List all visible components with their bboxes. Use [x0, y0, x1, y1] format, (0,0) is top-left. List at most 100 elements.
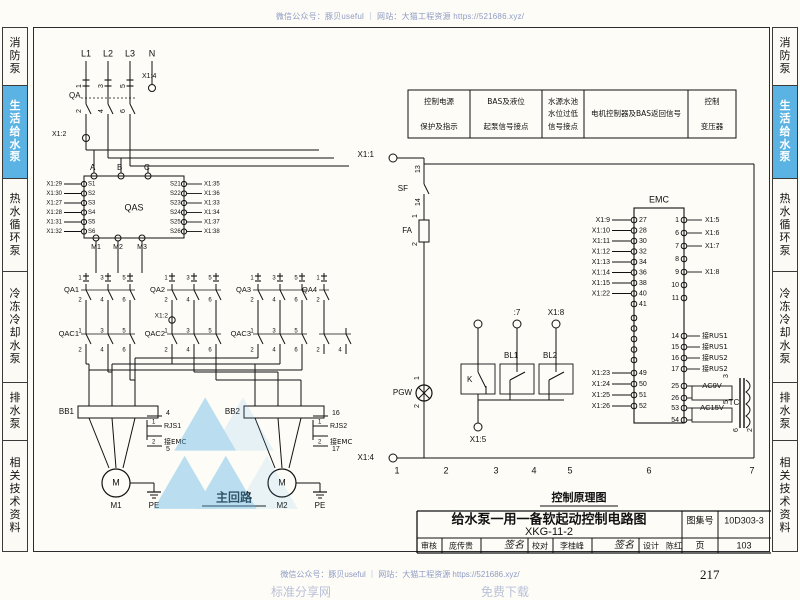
emc-right-pin-4: 9: [675, 269, 679, 276]
sidebar-item-label-char: 料: [779, 522, 791, 534]
sidebar-item-label-char: 水: [9, 205, 21, 218]
qa2-in-2: 5: [208, 276, 212, 282]
function-table: 控制电源保护及指示BAS及液位起泵信号接点水源水池水位过低信号接点电机控制器及B…: [407, 89, 737, 139]
sidebar-item-hot-water-circulation-pump-right[interactable]: 热水循环泵: [773, 179, 797, 273]
bl1-top-label: :7: [514, 308, 521, 317]
sidebar-item-domestic-water-pump-right[interactable]: 生活给水泵: [773, 85, 797, 180]
main-breaker-qa: [81, 75, 136, 158]
sidebar-item-label-char: 相: [9, 457, 21, 470]
ct-rjs1-tap-5: 5: [166, 446, 170, 453]
emc-left-dot-2: [630, 237, 638, 245]
sidebar-item-label-char: 消: [779, 37, 791, 49]
qas-left-pin-1: S2: [88, 191, 96, 197]
sidebar-item-label-char: 生: [779, 99, 791, 112]
connector-line: [107, 333, 114, 345]
qa1-out-0: 2: [78, 298, 82, 304]
connector-line: [193, 289, 200, 301]
ct-rjs1-label: RJS1: [164, 423, 181, 430]
sf-switch-label: SF: [398, 184, 408, 193]
emc-tc-pin-2: 53: [671, 405, 679, 412]
connector-line: [107, 289, 114, 301]
sidebar-item-related-technical-data-left[interactable]: 相关技术资料: [3, 441, 27, 551]
emc-left-low-pin-3: 52: [639, 403, 647, 410]
emc-left-pin-6: 38: [639, 280, 647, 287]
indicator-lamp-pgw: PGW 1 2: [393, 376, 433, 408]
ct-rjs2-tap-17: 17: [332, 446, 340, 453]
main-breaker-label: QA: [69, 91, 81, 100]
qas-left-wire-3: X1:28: [46, 210, 62, 216]
emc-right-dot-1: [680, 229, 688, 237]
qa-in-3: 3: [98, 84, 105, 88]
page-number: 217: [700, 567, 720, 582]
emc-tc-dot-1: [680, 394, 688, 402]
drawing-frame: L1 L2 L3 N X1:4 QA 1 3 5 2 4 6 X1:2: [33, 27, 771, 554]
qas-right-pin-4: S25: [170, 220, 181, 226]
qas-left-pin-4: S5: [88, 220, 96, 226]
earth-label-2: PE: [315, 501, 326, 510]
sidebar-item-label-char: 泵: [9, 244, 21, 257]
emc-tc-dot-0: [680, 382, 688, 390]
rjs2-pin-1: 1: [318, 420, 322, 426]
sidebar-item-label-char: 水: [779, 138, 791, 151]
sidebar-item-fire-pump-left[interactable]: 消防泵: [3, 28, 27, 86]
emc-rus-pin-0: 14: [671, 333, 679, 340]
sidebar-item-label-char: 却: [9, 327, 21, 340]
sidebar-item-domestic-water-pump-left[interactable]: 生活给水泵: [3, 85, 27, 180]
emc-right-pin-0: 1: [675, 217, 679, 224]
qas-right-pin-0: S21: [170, 182, 181, 188]
qas-left-pin-5: S6: [88, 229, 96, 235]
emc-left-pin-8: 41: [639, 301, 647, 308]
emc-left-spacer-3: [630, 346, 638, 353]
sidebar-item-drainage-pump-right[interactable]: 排水泵: [773, 383, 797, 442]
sidebar-item-label-char: 水: [779, 405, 791, 418]
qa4-in-0: 1: [316, 276, 320, 282]
qas-left-dot: [80, 190, 88, 197]
emc-left-dot-6: [630, 279, 638, 287]
relay-k-label: K: [467, 375, 473, 384]
qac2-in-2: 5: [208, 329, 212, 335]
ftable-col4-bottom: 变压器: [701, 121, 724, 131]
motor-1-label: M1: [110, 501, 122, 510]
sidebar-item-related-technical-data-right[interactable]: 相关技术资料: [773, 441, 797, 551]
qa3-in-2: 5: [294, 276, 298, 282]
qa1-in-2: 5: [122, 276, 126, 282]
sidebar-item-label-char: 给: [779, 125, 791, 138]
qas-left-pin-0: S1: [88, 182, 96, 188]
connector-line: [215, 333, 222, 345]
qac2-in-0: 1: [164, 329, 168, 335]
emc-left-spacer-2: [630, 335, 638, 343]
bl1-label: BL1: [504, 351, 519, 360]
sidebar-item-label-char: 技: [779, 483, 791, 496]
emc-tc-dot-2: [680, 404, 688, 412]
qac1-out-0: 2: [78, 348, 82, 354]
qas-phase-c: C: [144, 163, 150, 172]
sidebar-item-label-char: 热: [9, 192, 21, 205]
sidebar-item-chilled-cooling-water-pump-right[interactable]: 冷冻冷却水泵: [773, 272, 797, 384]
qas-right-dot: [180, 228, 188, 235]
qac2-in-1: 3: [186, 329, 190, 335]
sidebar-item-label-char: 环: [779, 231, 791, 244]
rjs1-pin-1: 1: [152, 420, 156, 426]
qa2-in-1: 3: [186, 276, 190, 282]
sidebar-item-label-char: 排: [9, 392, 21, 405]
control-bottom-terminal-label: X1:4: [358, 453, 375, 462]
check-name: 李桂峰: [560, 541, 584, 551]
emc-rus-wire-3: 接RUS2: [702, 364, 728, 373]
ct-rjs2: 1 2 RJS2 接EMC 16 17: [312, 410, 352, 453]
sidebar-item-chilled-cooling-water-pump-left[interactable]: 冷冻冷却水泵: [3, 272, 27, 384]
sidebar-item-label-char: 冷: [9, 288, 21, 301]
qas-right-dot: [180, 209, 188, 216]
bottom-watermark-row: 标准分享网 免费下载: [0, 583, 800, 600]
emc-rus-wire-1: 接RUS1: [702, 342, 728, 351]
design-label: 设计: [643, 541, 659, 551]
emc-left-dot-8: [630, 300, 638, 308]
sidebar-item-drainage-pump-left[interactable]: 排水泵: [3, 383, 27, 442]
sidebar-item-fire-pump-right[interactable]: 消防泵: [773, 28, 797, 86]
sf-pin-13: 13: [415, 165, 422, 173]
emc-right-dot-5: [680, 281, 688, 289]
title-block: 给水泵一用一备软起动控制电路图 XKG-11-2 图集号 10D303-3 页 …: [416, 510, 771, 554]
sidebar-item-hot-water-circulation-pump-left[interactable]: 热水循环泵: [3, 179, 27, 273]
emc-rus-wire-0: 接RUS1: [702, 331, 728, 340]
sidebar-item-label-char: 水: [9, 138, 21, 151]
